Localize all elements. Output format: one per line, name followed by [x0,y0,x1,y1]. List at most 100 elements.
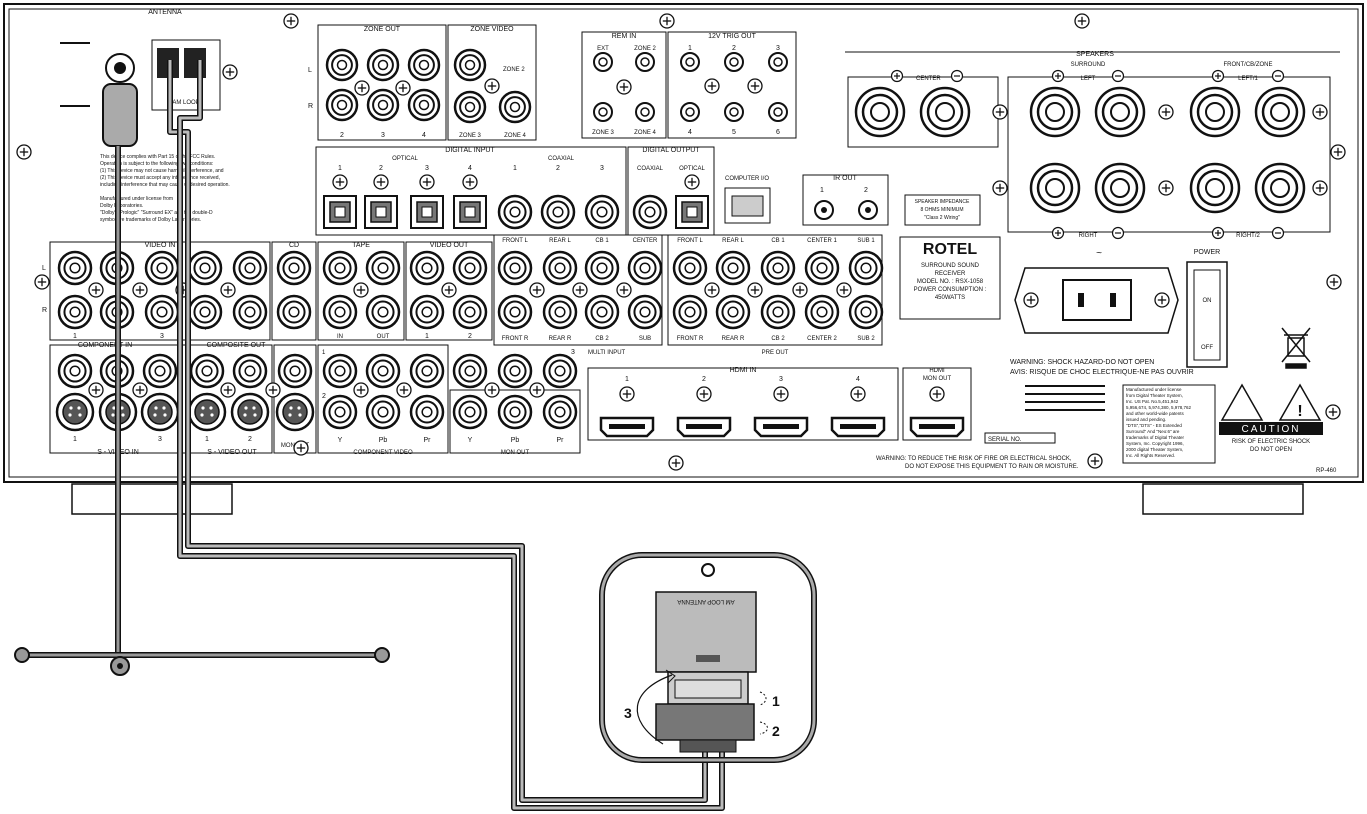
video-in-l-jack[interactable] [57,250,93,286]
audio-r-jack[interactable] [452,294,488,330]
multi-top-jack[interactable] [584,250,620,286]
video-in-l-jack[interactable] [187,250,223,286]
multi-bottom-jack[interactable] [627,294,663,330]
multi-bottom-jack[interactable] [584,294,620,330]
component-row1-jack[interactable] [322,353,358,389]
multi-top-jack[interactable] [804,250,840,286]
mini-jack[interactable] [635,52,655,72]
zone-video-4-jack[interactable] [498,90,532,124]
multi-top-jack[interactable] [497,250,533,286]
coaxial-input-jack[interactable] [540,194,576,230]
mini-jack[interactable] [724,52,744,72]
ac-inlet-socket[interactable] [1062,279,1132,321]
optical-input-jack[interactable] [364,195,398,229]
cd-l-jack[interactable] [276,250,312,286]
video-in-r-jack[interactable] [144,294,180,330]
multi-bottom-jack[interactable] [715,294,751,330]
composite-jack[interactable] [189,353,225,389]
zone-out-r-jack[interactable] [407,88,441,122]
component-row1-jack[interactable] [452,353,488,389]
center-post-minus[interactable] [919,86,971,138]
optical-input-jack[interactable] [453,195,487,229]
audio-l-jack[interactable] [322,250,358,286]
audio-l-jack[interactable] [365,250,401,286]
hdmi-port[interactable] [830,416,886,438]
multi-bottom-jack[interactable] [672,294,708,330]
speaker-post[interactable] [1029,162,1081,214]
center-post-plus[interactable] [854,86,906,138]
component-row2-jack[interactable] [409,394,445,430]
speaker-post[interactable] [1254,86,1306,138]
zone-out-r-jack[interactable] [325,88,359,122]
multi-bottom-jack[interactable] [760,294,796,330]
multi-bottom-jack[interactable] [497,294,533,330]
mini-jack[interactable] [768,52,788,72]
zone-out-l-jack[interactable] [325,48,359,82]
svideo-jack[interactable] [230,392,270,432]
multi-top-jack[interactable] [542,250,578,286]
component-row1-jack[interactable] [542,353,578,389]
mon-out-svideo-jack[interactable] [275,392,315,432]
multi-top-jack[interactable] [715,250,751,286]
multi-bottom-jack[interactable] [804,294,840,330]
coaxial-input-jack[interactable] [497,194,533,230]
multi-top-jack[interactable] [627,250,663,286]
audio-r-jack[interactable] [409,294,445,330]
speaker-post[interactable] [1029,86,1081,138]
component-row3-jack[interactable] [497,394,533,430]
zone-out-l-jack[interactable] [366,48,400,82]
zone-video-3-jack[interactable] [453,90,487,124]
component-row2-jack[interactable] [365,394,401,430]
composite-jack[interactable] [57,353,93,389]
coaxial-input-jack[interactable] [584,194,620,230]
hdmi-port[interactable] [909,416,965,438]
mon-out-jack[interactable] [277,353,313,389]
multi-top-jack[interactable] [760,250,796,286]
mini-jack[interactable] [635,102,655,122]
video-in-r-jack[interactable] [57,294,93,330]
hdmi-port[interactable] [753,416,809,438]
multi-bottom-jack[interactable] [542,294,578,330]
audio-l-jack[interactable] [409,250,445,286]
video-in-l-jack[interactable] [232,250,268,286]
speaker-post[interactable] [1189,86,1241,138]
audio-l-jack[interactable] [452,250,488,286]
audio-r-jack[interactable] [365,294,401,330]
zone-video-2-jack[interactable] [453,48,487,82]
speaker-post[interactable] [1189,162,1241,214]
optical-input-jack[interactable] [323,195,357,229]
mini-jack[interactable] [724,102,744,122]
mini-jack[interactable] [680,102,700,122]
component-row1-jack[interactable] [409,353,445,389]
optical-output-jack[interactable] [675,195,709,229]
mini-jack[interactable] [680,52,700,72]
fm-antenna[interactable] [14,53,390,676]
component-row1-jack[interactable] [497,353,533,389]
power-switch[interactable] [1193,269,1221,361]
composite-jack[interactable] [232,353,268,389]
multi-bottom-jack[interactable] [848,294,884,330]
multi-top-jack[interactable] [848,250,884,286]
cd-r-jack[interactable] [276,294,312,330]
hdmi-port[interactable] [599,416,655,438]
speaker-post[interactable] [1094,162,1146,214]
composite-jack[interactable] [142,353,178,389]
mini-jack[interactable] [593,52,613,72]
mini-jack[interactable] [593,102,613,122]
speaker-post[interactable] [1254,162,1306,214]
coaxial-output-jack[interactable] [632,194,668,230]
svideo-jack[interactable] [187,392,227,432]
am-loop-antenna[interactable]: AM LOOP ANTENNA 1 2 3 [599,552,817,763]
component-row3-jack[interactable] [452,394,488,430]
mini-jack[interactable] [768,102,788,122]
component-row2-jack[interactable] [322,394,358,430]
svideo-jack[interactable] [140,392,180,432]
audio-r-jack[interactable] [322,294,358,330]
hdmi-port[interactable] [676,416,732,438]
component-row3-jack[interactable] [542,394,578,430]
speaker-post[interactable] [1094,86,1146,138]
optical-input-jack[interactable] [410,195,444,229]
zone-out-r-jack[interactable] [366,88,400,122]
video-in-r-jack[interactable] [232,294,268,330]
component-row1-jack[interactable] [365,353,401,389]
